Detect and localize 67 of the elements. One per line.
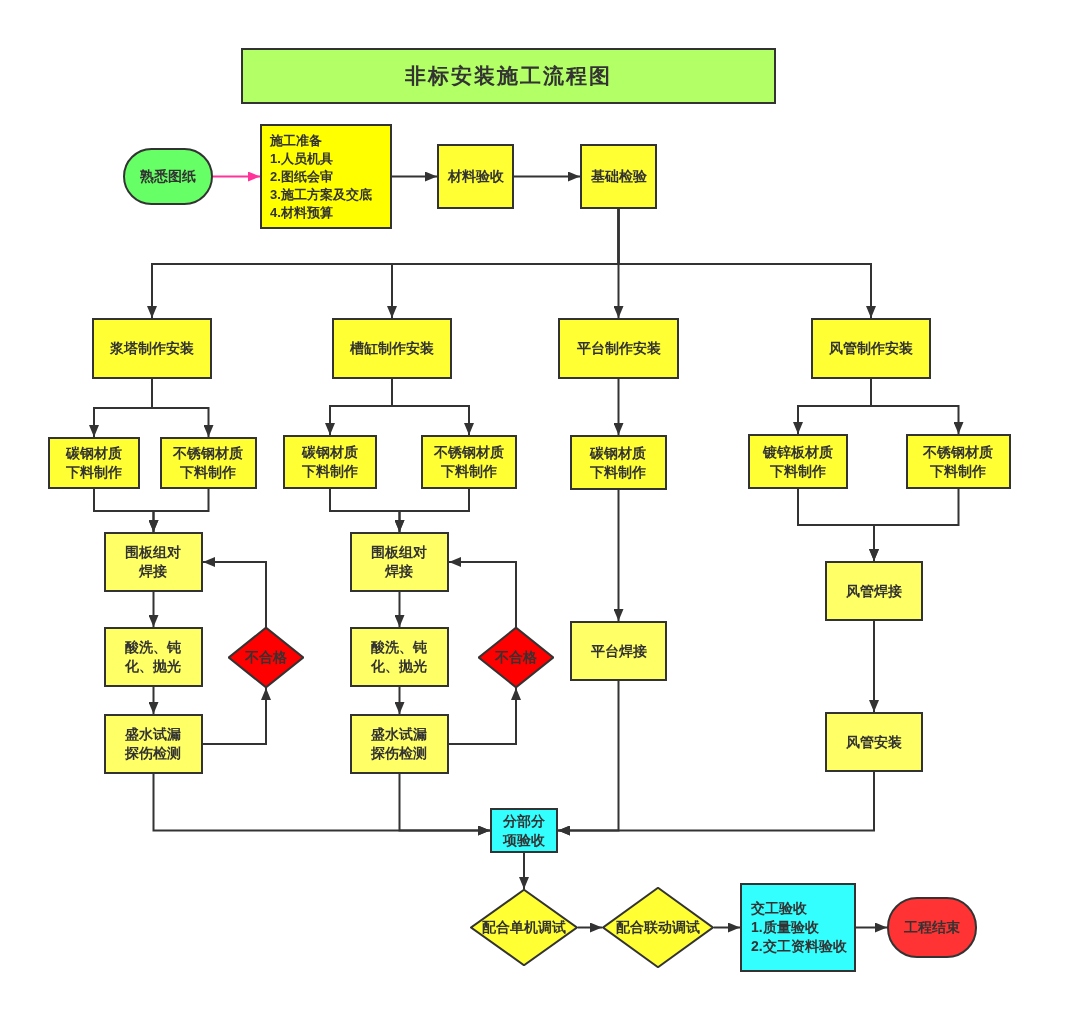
arrow xyxy=(202,687,271,745)
arrow xyxy=(398,773,491,836)
arrow xyxy=(617,208,876,319)
process-box xyxy=(740,883,856,972)
decision-diamond: 配合单机调试 xyxy=(470,889,578,966)
arrow xyxy=(613,378,624,436)
process-box: 槽缸制作安装 xyxy=(332,318,452,379)
arrow xyxy=(394,591,405,628)
arrow xyxy=(713,922,741,933)
heading-text: 施工准备 xyxy=(270,131,322,150)
end-terminal: 工程结束 xyxy=(887,897,977,958)
arrow xyxy=(855,922,888,933)
list-item: 4.材料预算 xyxy=(270,203,333,222)
title-banner: 非标安装施工流程图 xyxy=(241,48,776,104)
process-box: 浆塔制作安装 xyxy=(92,318,212,379)
process-box: 酸洗、钝化、抛光 xyxy=(104,627,203,687)
arrow xyxy=(870,378,964,435)
start-terminal: 熟悉图纸 xyxy=(123,148,213,205)
arrow xyxy=(151,378,214,438)
arrow xyxy=(394,488,470,533)
arrow xyxy=(391,171,438,182)
arrow xyxy=(577,922,603,933)
arrow xyxy=(391,378,474,436)
arrow xyxy=(202,557,267,628)
arrow xyxy=(148,591,159,628)
decision-diamond: 不合格 xyxy=(478,627,554,688)
process-box: 平台制作安装 xyxy=(558,318,679,379)
arrow xyxy=(148,686,159,715)
decision-diamond: 配合联动调试 xyxy=(602,887,714,968)
arrow xyxy=(869,488,960,562)
process-box: 材料验收 xyxy=(437,144,514,209)
arrow xyxy=(519,852,529,890)
heading-text: 交工验收 xyxy=(751,899,807,918)
list-item: 2.图纸会审 xyxy=(270,167,333,186)
process-box: 碳钢材质下料制作 xyxy=(283,435,377,489)
process-box: 不锈钢材质下料制作 xyxy=(160,437,257,489)
process-box: 平台焊接 xyxy=(570,621,667,681)
process-box: 围板组对焊接 xyxy=(104,532,203,592)
process-box: 碳钢材质下料制作 xyxy=(48,437,140,489)
list-item: 2.交工资料验收 xyxy=(751,937,847,956)
process-box: 盛水试漏探伤检测 xyxy=(350,714,449,774)
process-box: 酸洗、钝化、抛光 xyxy=(350,627,449,687)
arrow xyxy=(148,488,210,533)
process-box: 围板组对焊接 xyxy=(350,532,449,592)
process-box: 风管焊接 xyxy=(825,561,923,621)
process-box: 盛水试漏探伤检测 xyxy=(104,714,203,774)
list-item: 1.人员机具 xyxy=(270,149,333,168)
arrow xyxy=(557,771,875,836)
process-box: 风管制作安装 xyxy=(811,318,931,379)
process-box: 不锈钢材质下料制作 xyxy=(906,434,1011,489)
decision-diamond: 不合格 xyxy=(228,627,304,688)
arrow xyxy=(394,686,405,715)
process-box: 基础检验 xyxy=(580,144,657,209)
arrow xyxy=(513,171,581,182)
process-box xyxy=(260,124,392,229)
arrow xyxy=(212,171,261,182)
process-box: 不锈钢材质下料制作 xyxy=(421,435,517,489)
arrow xyxy=(869,620,879,713)
list-item: 1.质量验收 xyxy=(751,918,819,937)
process-box: 碳钢材质下料制作 xyxy=(570,435,667,490)
arrow xyxy=(448,687,521,745)
process-box: 分部分项验收 xyxy=(490,808,558,853)
process-box: 镀锌板材质下料制作 xyxy=(748,434,848,489)
arrow xyxy=(613,489,624,622)
list-item: 3.施工方案及交底 xyxy=(270,185,372,204)
arrow xyxy=(448,557,517,628)
process-box: 风管安装 xyxy=(825,712,923,772)
